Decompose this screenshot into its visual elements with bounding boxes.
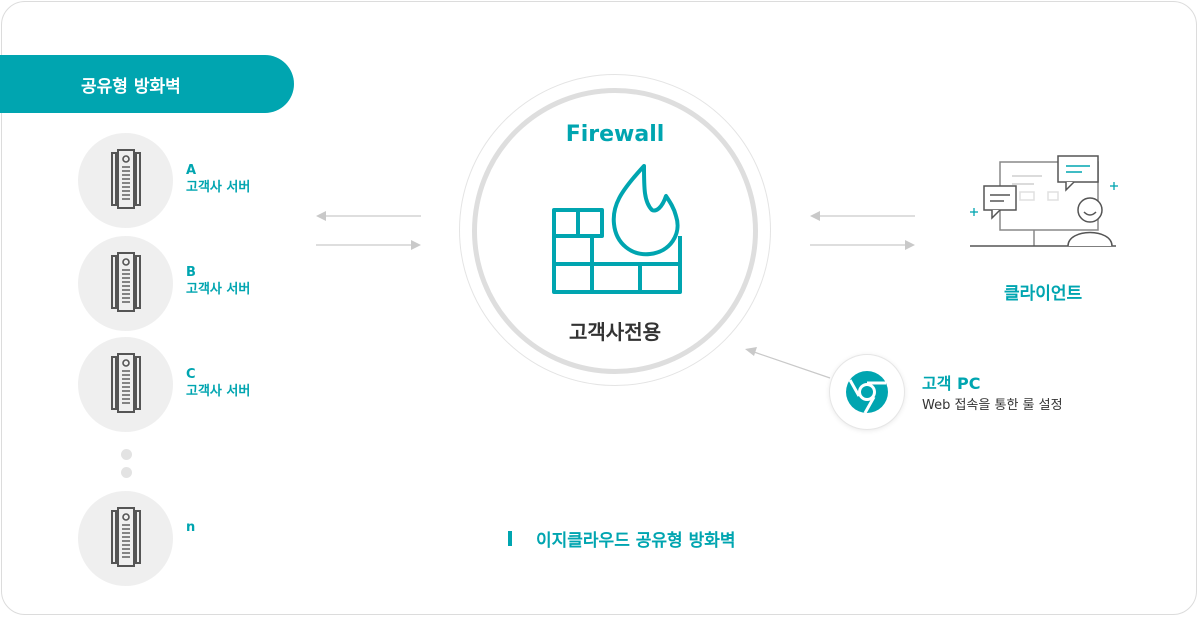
arrow-head	[905, 240, 915, 250]
server-icon	[110, 148, 141, 209]
diagram-caption: 이지클라우드 공유형 방화벽	[508, 526, 736, 551]
server-b-text: 고객사 서버	[186, 282, 251, 297]
server-c-letter: C	[186, 367, 196, 382]
firewall-subtitle: 고객사전용	[569, 320, 661, 344]
server-n-label: n	[186, 519, 195, 536]
server-icon	[110, 352, 141, 413]
customer-pc-description: Web 접속을 통한 룰 설정	[922, 398, 1063, 413]
server-a-label: A 고객사 서버	[186, 162, 250, 196]
firewall-icon	[552, 164, 682, 294]
firewall-title: Firewall	[565, 122, 665, 147]
server-b-label: B 고객사 서버	[186, 264, 250, 298]
server-a-letter: A	[186, 163, 197, 178]
server-c-text: 고객사 서버	[186, 384, 251, 399]
caption-bar	[508, 531, 512, 546]
server-n-circle	[78, 491, 173, 586]
client-label: 클라이언트	[1004, 284, 1083, 304]
server-n-letter: n	[186, 520, 196, 535]
server-icon	[110, 506, 141, 567]
chrome-browser-icon	[846, 371, 888, 414]
arrow-head	[810, 211, 820, 221]
shared-firewall-pill: 공유형 방화벽	[0, 55, 294, 113]
arrow-pc-to-firewall	[753, 351, 831, 379]
ellipsis-dot	[121, 449, 132, 460]
customer-pc-title: 고객 PC	[922, 374, 981, 393]
server-c-circle	[78, 337, 173, 432]
arrow-head	[316, 211, 326, 221]
customer-pc-circle	[830, 355, 904, 429]
ellipsis-dot	[121, 467, 132, 478]
server-icon	[110, 251, 141, 312]
server-a-text: 고객사 서버	[186, 180, 251, 195]
server-b-circle	[78, 236, 173, 331]
arrow-head	[411, 240, 421, 250]
server-c-label: C 고객사 서버	[186, 366, 250, 400]
client-icon	[970, 155, 1118, 247]
arrow-head	[745, 347, 757, 356]
caption-text: 이지클라우드 공유형 방화벽	[536, 531, 736, 551]
server-b-letter: B	[186, 265, 196, 280]
server-a-circle	[78, 133, 173, 228]
pill-label: 공유형 방화벽	[81, 76, 181, 97]
